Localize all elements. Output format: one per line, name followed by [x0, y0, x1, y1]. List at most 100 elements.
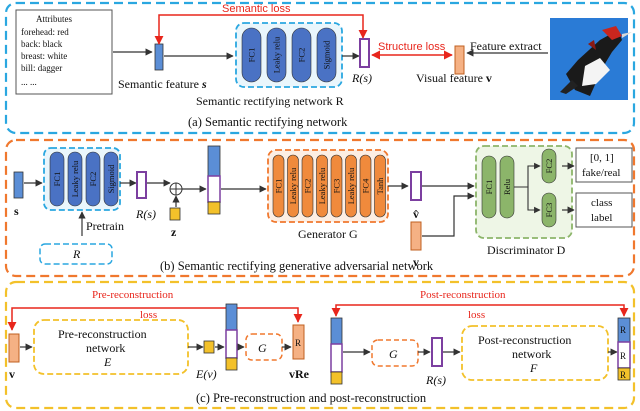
pre-net-title: Pre-reconstruction [58, 327, 147, 341]
structure-loss-label: Structure loss [378, 41, 446, 53]
vre-vector [292, 324, 305, 360]
semantic-loss-label: Semantic loss [222, 3, 291, 15]
panel-c-frame [4, 280, 636, 410]
layer-pill [67, 151, 83, 207]
panel-b-caption: (b) Semantic rectifying generative adver… [160, 259, 434, 273]
v-real-vector [410, 221, 422, 251]
concat-op [169, 182, 183, 196]
layer-pill [316, 154, 328, 218]
c-rs-vector [431, 337, 443, 367]
vhat-vector [410, 171, 422, 201]
svg-text:fake/real: fake/real [582, 167, 620, 179]
layer-pill [359, 154, 372, 218]
c-right-concat-vector [330, 317, 343, 385]
pre-net-symbol: E [103, 355, 112, 369]
svg-text:class: class [591, 197, 612, 209]
pretrain-r-box [39, 243, 113, 265]
post-net-subtitle: network [512, 347, 551, 361]
panel-a-frame [4, 1, 636, 135]
c-right-generator-box [371, 339, 419, 367]
pretrain-r-label: R [72, 247, 81, 261]
vhat-label: v̂ [413, 207, 419, 221]
vre-r-mark: R [295, 338, 301, 348]
panel-c-caption: (c) Pre-reconstruction and post-reconstr… [196, 391, 427, 405]
layer-label: FC1 [52, 172, 62, 187]
attribute-line: forehead: red [21, 27, 69, 37]
visual-feature-label: Visual feature v [416, 71, 492, 85]
pre-loss-label-2: loss [140, 309, 157, 321]
b-rs-label: R(s) [135, 207, 156, 221]
generator-label: Generator G [298, 227, 358, 241]
layer-label: FC2 [544, 159, 554, 174]
s-label: s [14, 204, 19, 218]
svg-text:R: R [620, 325, 626, 335]
layer-pill [345, 154, 357, 218]
ev-vector [203, 340, 215, 354]
post-loss-label-2: loss [468, 309, 485, 321]
r-network-title: Semantic rectifying network R [196, 94, 344, 108]
layer-pill [241, 27, 262, 83]
attributes-title: Attributes [36, 14, 72, 24]
b-rs-vector [136, 171, 147, 199]
attribute-line: back: black [21, 39, 63, 49]
layer-label: Relu [502, 178, 512, 195]
c-left-concat-vector [225, 303, 238, 371]
layer-pill [374, 154, 386, 218]
layer-label: FC2 [303, 179, 313, 194]
layer-label: Sigmoid [322, 40, 332, 70]
attributes-box: Attributes forehead: red back: black bre… [15, 9, 113, 95]
layer-pill [266, 27, 287, 83]
branch-arrow [514, 186, 541, 214]
svg-text:label: label [591, 212, 612, 224]
feature-extract-label: Feature extract [470, 39, 542, 53]
semantic-feature-vector [154, 43, 164, 71]
concat-vector [207, 145, 221, 215]
c-left-generator-label: G [258, 341, 267, 355]
layer-label: FC3 [332, 179, 342, 194]
layer-label: FC1 [484, 180, 494, 195]
class-label-output: class label [575, 192, 633, 228]
post-reconstruction-network-box [461, 325, 609, 381]
layer-label: Leaky relu [346, 167, 356, 204]
pretrain-label: Pretrain [86, 219, 124, 233]
layer-pill [287, 154, 299, 218]
pre-net-subtitle: network [86, 341, 125, 355]
generator-layers: FC1 Leaky relu FC2 Leaky relu FC3 Leaky relu F… [272, 154, 386, 218]
panel-a-caption: (a) Semantic rectifying network [188, 115, 348, 129]
visual-feature-vector [454, 45, 465, 75]
v-real-label: v [413, 255, 419, 269]
fake-real-output: [0, 1] fake/real [575, 147, 633, 183]
vre-label: vRe [289, 367, 310, 381]
layer-label: FC1 [274, 179, 284, 194]
layer-pill [316, 27, 337, 83]
layer-label: FC4 [361, 178, 371, 193]
layer-label: FC2 [297, 48, 307, 63]
layer-pill [330, 154, 343, 218]
layer-label: Leaky relu [272, 36, 282, 73]
svg-text:R: R [620, 351, 626, 361]
pre-loss-label: Pre-reconstruction [92, 289, 174, 301]
layer-pill [272, 154, 285, 218]
layer-pill [103, 151, 119, 207]
post-net-title: Post-reconstruction [478, 333, 571, 347]
layer-label: Leaky relu [317, 167, 327, 204]
c-v-vector [8, 333, 20, 363]
bird-image [550, 18, 632, 100]
layer-label: Leaky relu [288, 167, 298, 204]
layer-pill [541, 192, 557, 228]
semantic-feature-label: Semantic feature s [118, 77, 207, 91]
layer-label: FC2 [88, 172, 98, 187]
attribute-line: bill: dagger [21, 63, 62, 73]
s-vector [13, 171, 24, 199]
layer-pill [291, 27, 312, 83]
z-vector [169, 207, 181, 221]
layer-pill [301, 154, 314, 218]
ev-label: E(v) [195, 367, 217, 381]
c-rs-label: R(s) [425, 373, 446, 387]
attribute-line: ... ... [21, 77, 37, 87]
attribute-line: breast: white [21, 51, 67, 61]
